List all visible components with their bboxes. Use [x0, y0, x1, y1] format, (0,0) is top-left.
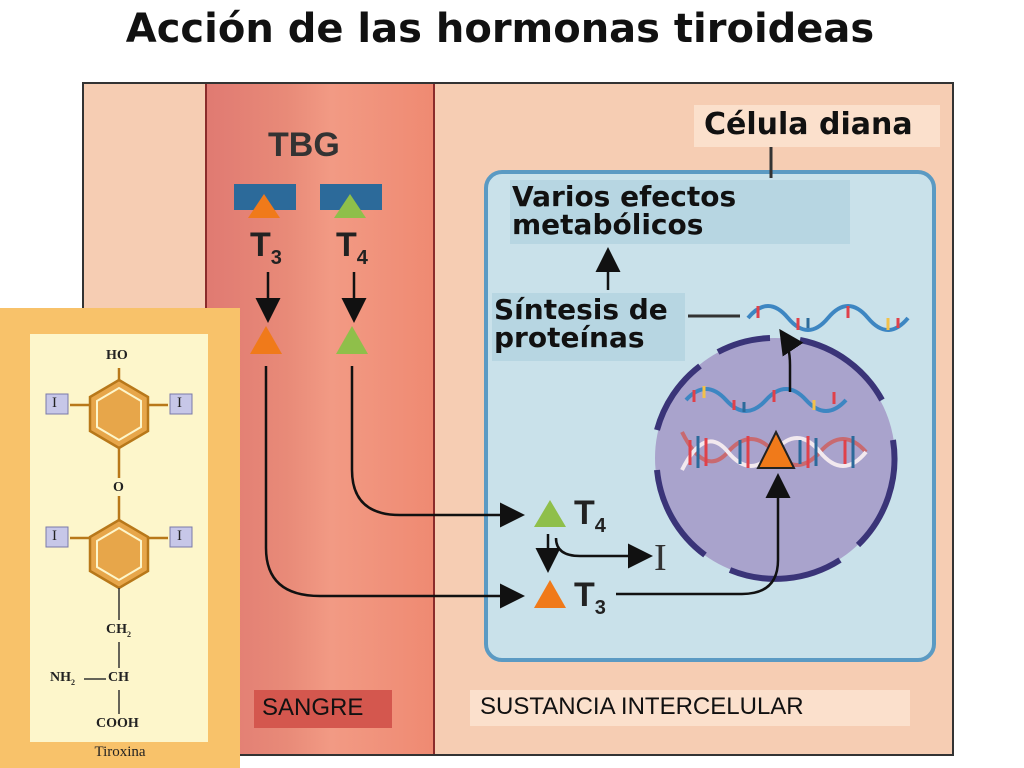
iodine-1: I	[52, 395, 57, 411]
mrna-strand-nuclear	[684, 386, 848, 413]
ch-group: CH	[108, 670, 129, 685]
nh2-group: NH2	[50, 670, 75, 687]
t4-label-blood: T4	[336, 226, 368, 269]
t4-triangle-cell	[534, 500, 566, 527]
protein-synthesis-label: Síntesis de proteínas	[492, 293, 685, 361]
ho-group: HO	[106, 348, 128, 363]
nucleus-envelope-segment	[716, 335, 771, 355]
inhibition-arrow	[554, 537, 653, 569]
t3-to-nucleus-arrow	[616, 473, 791, 596]
t3-label-cell: T3	[574, 576, 606, 619]
t3-triangle-bound	[248, 194, 280, 218]
nucleus-envelope-segment	[654, 469, 707, 558]
cooh-group: COOH	[96, 716, 139, 731]
nucleus-envelope-segment	[799, 337, 885, 402]
page-title: Acción de las hormonas tiroideas	[125, 6, 875, 52]
sangre-label: SANGRE	[254, 690, 392, 728]
nucleus-envelope-segment	[654, 363, 702, 431]
nucleus-envelope-segment	[855, 439, 898, 548]
t3-label-blood: T3	[250, 226, 282, 269]
celula-diana-label: Célula diana	[694, 105, 940, 147]
inhibition-symbol: I	[654, 537, 667, 579]
t4-triangle-free	[336, 326, 368, 354]
t3-triangle-cell	[534, 580, 566, 608]
metabolic-effects-label: Varios efectos metabólicos	[510, 180, 850, 244]
iodine-3: I	[52, 528, 57, 544]
iodine-4: I	[177, 528, 182, 544]
t3-bound-dna-triangle	[756, 429, 796, 469]
nucleus-envelope-segment	[728, 557, 842, 582]
t4-transport-arrow	[350, 366, 525, 528]
ch2-group: CH2	[106, 622, 131, 639]
iodine-2: I	[177, 395, 182, 411]
oxygen-bridge: O	[113, 480, 124, 495]
transcription-arrow	[779, 328, 804, 392]
t4-label-cell: T4	[574, 494, 606, 537]
tbg-label: TBG	[268, 126, 340, 164]
mrna-strand-cytoplasm	[746, 304, 910, 332]
t3-transport-arrow	[264, 366, 525, 609]
t4-triangle-bound	[334, 194, 366, 218]
tiroxina-label: Tiroxina	[94, 744, 146, 760]
t3-triangle-free	[250, 326, 282, 354]
sustancia-intercelular-label: SUSTANCIA INTERCELULAR	[470, 690, 910, 726]
